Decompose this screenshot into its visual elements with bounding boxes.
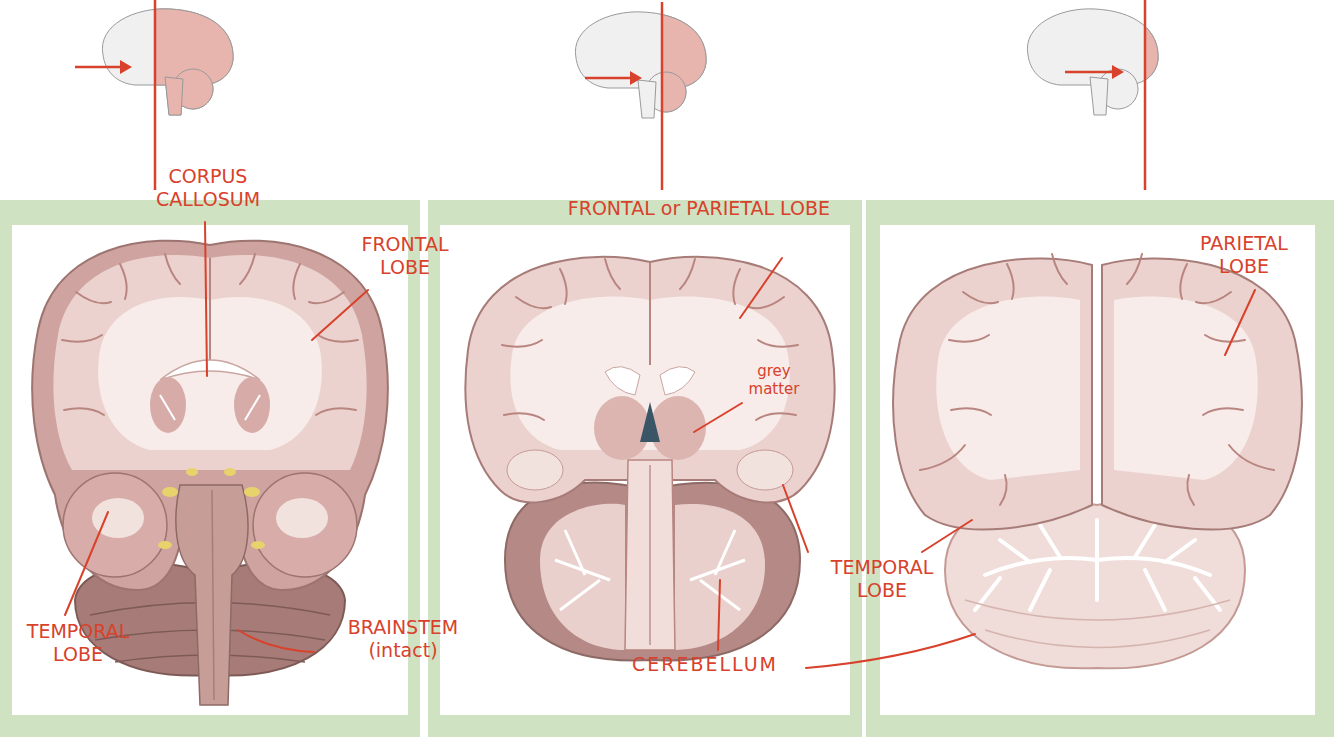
part-label: CEREBELLUM <box>605 653 805 676</box>
part-label: FRONTAL or PARIETAL LOBE <box>540 197 830 220</box>
part-label: FRONTAL LOBE <box>345 233 465 279</box>
part-label: PARIETAL LOBE <box>1178 232 1310 278</box>
part-label: TEMPORAL LOBE <box>812 556 952 602</box>
part-label: TEMPORAL LOBE <box>8 620 148 666</box>
part-label: grey matter <box>738 362 810 398</box>
part-label: CORPUS CALLOSUM <box>128 165 288 211</box>
part-label: BRAINSTEM (intact) <box>318 616 488 662</box>
